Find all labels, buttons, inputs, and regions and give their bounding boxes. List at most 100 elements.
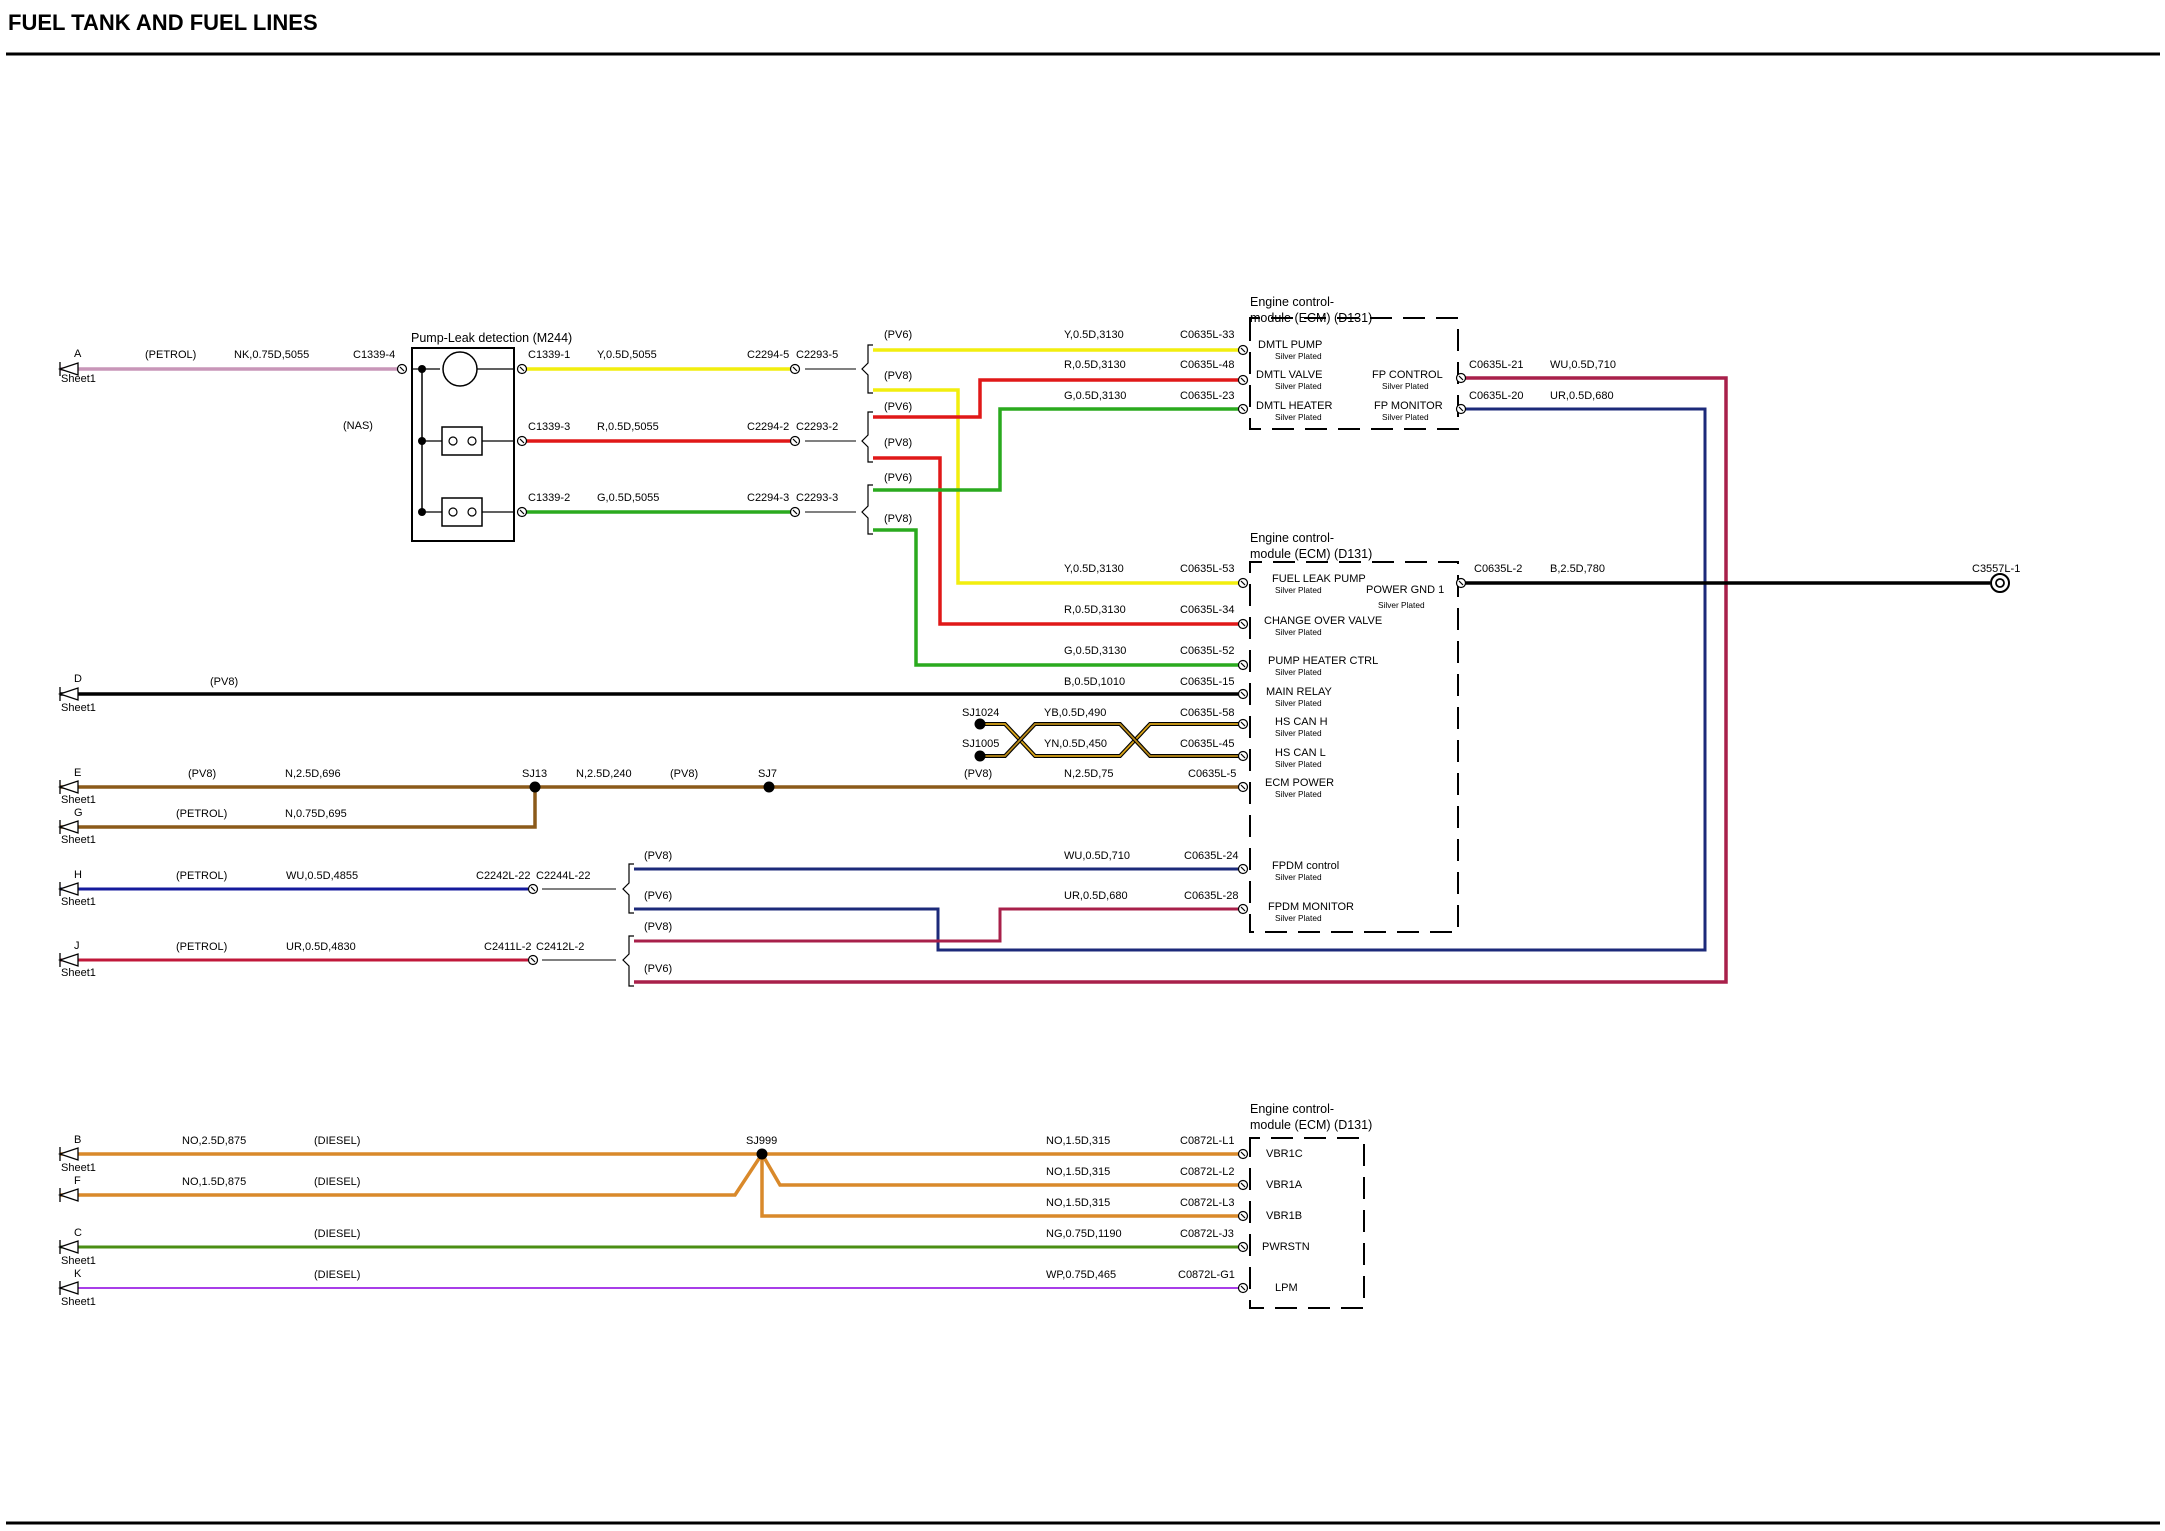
pump-motor — [442, 351, 478, 387]
pv6-j: (PV6) — [644, 963, 672, 975]
r3130-2: R,0.5D,3130 — [1064, 604, 1126, 616]
ecm-frame-1 — [1249, 317, 1459, 430]
ecm1-title-2: module (ECM) (D131) — [1250, 311, 1372, 325]
ecm2-pin-5: HS CAN H — [1275, 716, 1328, 728]
pv8-3: (PV8) — [884, 513, 912, 525]
sj7-dot — [763, 781, 775, 793]
c0635l-23: C0635L-23 — [1180, 390, 1234, 402]
c2294-3: C2294-3 — [747, 492, 789, 504]
nas-label: (NAS) — [343, 420, 373, 432]
n240: N,2.5D,240 — [576, 768, 632, 780]
labels: A D E G H J B F C K Sheet1 Sheet1 Sheet1… — [61, 295, 2020, 1308]
c0872l-l2: C0872L-L2 — [1180, 1166, 1234, 1178]
ecm3-title-1: Engine control- — [1250, 1102, 1334, 1116]
sj1024-label: SJ1024 — [962, 707, 999, 719]
pump-internals — [412, 351, 514, 527]
wire-vbr1a — [760, 1153, 1243, 1187]
connector-pin-mark — [792, 366, 798, 372]
ecm3-pin-3: VBR1B — [1266, 1210, 1302, 1222]
ecm-frame-2 — [1249, 561, 1459, 933]
bracket-5 — [622, 935, 634, 987]
page-title: FUEL TANK AND FUEL LINES — [8, 10, 318, 35]
ecm2-title-2: module (ECM) (D131) — [1250, 547, 1372, 561]
connector-pin-mark — [792, 438, 798, 444]
connector-pin-mark — [519, 366, 525, 372]
sheet-e: Sheet1 — [61, 794, 96, 806]
offsheet-arrow — [57, 687, 79, 701]
wire-ur-680-pv8 — [634, 907, 1243, 943]
wu710-1: WU,0.5D,710 — [1550, 359, 1616, 371]
pv8-h: (PV8) — [644, 850, 672, 862]
silver-7: Silver Plated — [1275, 627, 1322, 637]
c2411l-2: C2411L-2 — [484, 941, 532, 953]
letter-e: E — [74, 767, 81, 779]
pv8-j: (PV8) — [644, 921, 672, 933]
sheet-b: Sheet1 — [61, 1162, 96, 1174]
c2294-2: C2294-2 — [747, 421, 789, 433]
letter-f: F — [74, 1175, 81, 1187]
connector-pin-mark — [519, 438, 525, 444]
pv8-2: (PV8) — [884, 437, 912, 449]
pv8-d: (PV8) — [210, 676, 238, 688]
no875a: NO,2.5D,875 — [182, 1135, 246, 1147]
pump-title: Pump-Leak detection (M244) — [411, 331, 572, 345]
ecm2-power-gnd: POWER GND 1 — [1366, 584, 1444, 596]
w3-label: G,0.5D,5055 — [597, 492, 659, 504]
ecm3-pin-4: PWRSTN — [1262, 1241, 1310, 1253]
pin-c1339-2: C1339-2 — [528, 492, 570, 504]
petrol-j: (PETROL) — [176, 941, 227, 953]
ur4830: UR,0.5D,4830 — [286, 941, 356, 953]
pin-c1339-1: C1339-1 — [528, 349, 570, 361]
wire-f-no — [60, 1153, 764, 1197]
v1-c1 — [448, 436, 458, 446]
wire-vbr1b — [760, 1154, 1243, 1218]
connector-pin-mark — [1240, 784, 1246, 790]
offsheet-arrow — [57, 1240, 79, 1254]
c0635l-2: C0635L-2 — [1474, 563, 1522, 575]
c0635l-28: C0635L-28 — [1184, 890, 1238, 902]
connector-pin-mark — [1240, 691, 1246, 697]
c0635l-53: C0635L-53 — [1180, 563, 1234, 575]
ground-inner — [1995, 578, 2005, 588]
pv6-h: (PV6) — [644, 890, 672, 902]
connector-pin-mark — [530, 957, 536, 963]
silver-13: Silver Plated — [1275, 872, 1322, 882]
sj7-label: SJ7 — [758, 768, 777, 780]
ground-symbol — [1990, 573, 2010, 593]
ur680-2: UR,0.5D,680 — [1064, 890, 1128, 902]
silver-14: Silver Plated — [1275, 913, 1322, 923]
connector-pin-mark — [530, 886, 536, 892]
offsheet-arrow — [57, 780, 79, 794]
connector-pin-mark — [1240, 753, 1246, 759]
w1-label: Y,0.5D,5055 — [597, 349, 657, 361]
c0635l-21: C0635L-21 — [1469, 359, 1523, 371]
connector-pin-mark — [519, 509, 525, 515]
c0635l-15: C0635L-15 — [1180, 676, 1234, 688]
bracket-1 — [861, 344, 873, 394]
c0635l-20: C0635L-20 — [1469, 390, 1523, 402]
pins — [396, 344, 1467, 1294]
g3130-2: G,0.5D,3130 — [1064, 645, 1126, 657]
ecm2-pin-2: CHANGE OVER VALVE — [1264, 615, 1382, 627]
y3130-1: Y,0.5D,3130 — [1064, 329, 1124, 341]
silver-4: Silver Plated — [1382, 381, 1429, 391]
ng1190: NG,0.75D,1190 — [1046, 1228, 1122, 1240]
pv8-e3: (PV8) — [964, 768, 992, 780]
diesel-f: (DIESEL) — [314, 1176, 360, 1188]
sheet-k: Sheet1 — [61, 1296, 96, 1308]
c2293-5: C2293-5 — [796, 349, 838, 361]
letter-g: G — [74, 807, 83, 819]
sj999-label: SJ999 — [746, 1135, 777, 1147]
ur680-1: UR,0.5D,680 — [1550, 390, 1614, 402]
wire-can-h — [980, 723, 1243, 757]
offsheet-arrows — [57, 362, 79, 1295]
c2293-3: C2293-3 — [796, 492, 838, 504]
ecm2-pin-4: MAIN RELAY — [1266, 686, 1332, 698]
silver-15: Silver Plated — [1378, 600, 1425, 610]
connector-pin-mark — [1240, 1213, 1246, 1219]
yb490: YB,0.5D,490 — [1044, 707, 1106, 719]
no875b: NO,1.5D,875 — [182, 1176, 246, 1188]
wire-can-l — [980, 723, 1243, 757]
v2-c2 — [467, 507, 477, 517]
wu710-2: WU,0.5D,710 — [1064, 850, 1130, 862]
